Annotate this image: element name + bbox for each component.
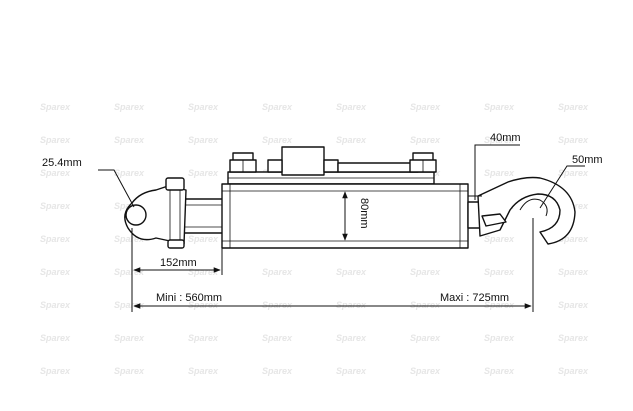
watermark-logo: Sparex bbox=[262, 267, 293, 277]
pin-hole bbox=[125, 204, 147, 226]
valve-block bbox=[281, 146, 325, 176]
watermark-logo: Sparex bbox=[484, 366, 515, 376]
watermark-logo: Sparex bbox=[188, 168, 219, 178]
watermark-logo: Sparex bbox=[484, 234, 515, 244]
watermark-logo: Sparex bbox=[114, 333, 145, 343]
watermark-logo: Sparex bbox=[114, 300, 145, 310]
watermark-logo: Sparex bbox=[40, 366, 71, 376]
clevis-eye-end bbox=[124, 177, 187, 249]
watermark-logo: Sparex bbox=[40, 333, 71, 343]
watermark-logo: Sparex bbox=[484, 102, 515, 112]
watermark-logo: Sparex bbox=[262, 333, 293, 343]
watermark-logo: Sparex bbox=[114, 366, 145, 376]
pin-diameter-leader bbox=[98, 169, 135, 208]
watermark-logo: Sparex bbox=[336, 135, 367, 145]
watermark-logo: Sparex bbox=[336, 267, 367, 277]
dimension-lines bbox=[98, 144, 585, 312]
watermark-logo: Sparex bbox=[558, 267, 589, 277]
watermark-logo: Sparex bbox=[558, 300, 589, 310]
top-link-drawing bbox=[124, 146, 576, 249]
piston-rod-left bbox=[182, 198, 226, 234]
watermark-logo: Sparex bbox=[188, 102, 219, 112]
watermark-logo: Sparex bbox=[484, 333, 515, 343]
watermark-logo: Sparex bbox=[558, 135, 589, 145]
watermark-logo: Sparex bbox=[40, 267, 71, 277]
watermark-logo: Sparex bbox=[558, 333, 589, 343]
watermark-logo: Sparex bbox=[114, 168, 145, 178]
watermark-logo: Sparex bbox=[188, 333, 219, 343]
watermark-logo: Sparex bbox=[558, 234, 589, 244]
watermark-logo: Sparex bbox=[188, 234, 219, 244]
watermark-logo: Sparex bbox=[484, 168, 515, 178]
watermark-logo: Sparex bbox=[410, 366, 441, 376]
watermark-logo: Sparex bbox=[410, 102, 441, 112]
bore-label: 80mm bbox=[358, 198, 370, 229]
watermark-logo: Sparex bbox=[558, 168, 589, 178]
watermark-logo: Sparex bbox=[262, 102, 293, 112]
hydraulic-valve-assembly bbox=[227, 146, 437, 185]
watermark-logo: Sparex bbox=[188, 135, 219, 145]
watermark-logo: Sparex bbox=[188, 366, 219, 376]
watermark-logo: Sparex bbox=[114, 135, 145, 145]
watermark-logo: Sparex bbox=[40, 135, 71, 145]
hook-leader-line bbox=[539, 165, 585, 209]
pin-diameter-label: 25.4mm bbox=[42, 157, 82, 169]
watermark-logo: Sparex bbox=[336, 366, 367, 376]
min-length-label: Mini : 560mm bbox=[156, 292, 222, 304]
watermark-logo: Sparex bbox=[410, 267, 441, 277]
watermark-logo: Sparex bbox=[558, 102, 589, 112]
hook-label: 50mm bbox=[572, 154, 603, 166]
watermark-logo: Sparex bbox=[40, 234, 71, 244]
watermark-logo: Sparex bbox=[410, 135, 441, 145]
rod-leader-line bbox=[474, 144, 520, 200]
rod-label: 40mm bbox=[490, 132, 521, 144]
watermark-logo: Sparex bbox=[114, 267, 145, 277]
watermark-logo: Sparex bbox=[114, 102, 145, 112]
watermark-logo: Sparex bbox=[558, 366, 589, 376]
watermark-logo: Sparex bbox=[410, 333, 441, 343]
watermark-logo: Sparex bbox=[484, 135, 515, 145]
watermark-logo: Sparex bbox=[40, 102, 71, 112]
watermark-logo: Sparex bbox=[336, 300, 367, 310]
watermark-logo: Sparex bbox=[40, 201, 71, 211]
watermark-logo: Sparex bbox=[262, 366, 293, 376]
max-length-label: Maxi : 725mm bbox=[440, 292, 509, 304]
watermark-logo: Sparex bbox=[336, 333, 367, 343]
watermark-logo: Sparex bbox=[336, 102, 367, 112]
hook-end bbox=[477, 176, 576, 245]
watermark-logo: Sparex bbox=[40, 300, 71, 310]
watermark-logo: Sparex bbox=[262, 300, 293, 310]
watermark-logo: Sparex bbox=[114, 234, 145, 244]
watermark-logo: Sparex bbox=[40, 168, 71, 178]
watermark-logo: Sparex bbox=[410, 300, 441, 310]
watermark-logo: Sparex bbox=[262, 135, 293, 145]
body-length-label: 152mm bbox=[160, 257, 197, 269]
watermark-logo: Sparex bbox=[484, 267, 515, 277]
